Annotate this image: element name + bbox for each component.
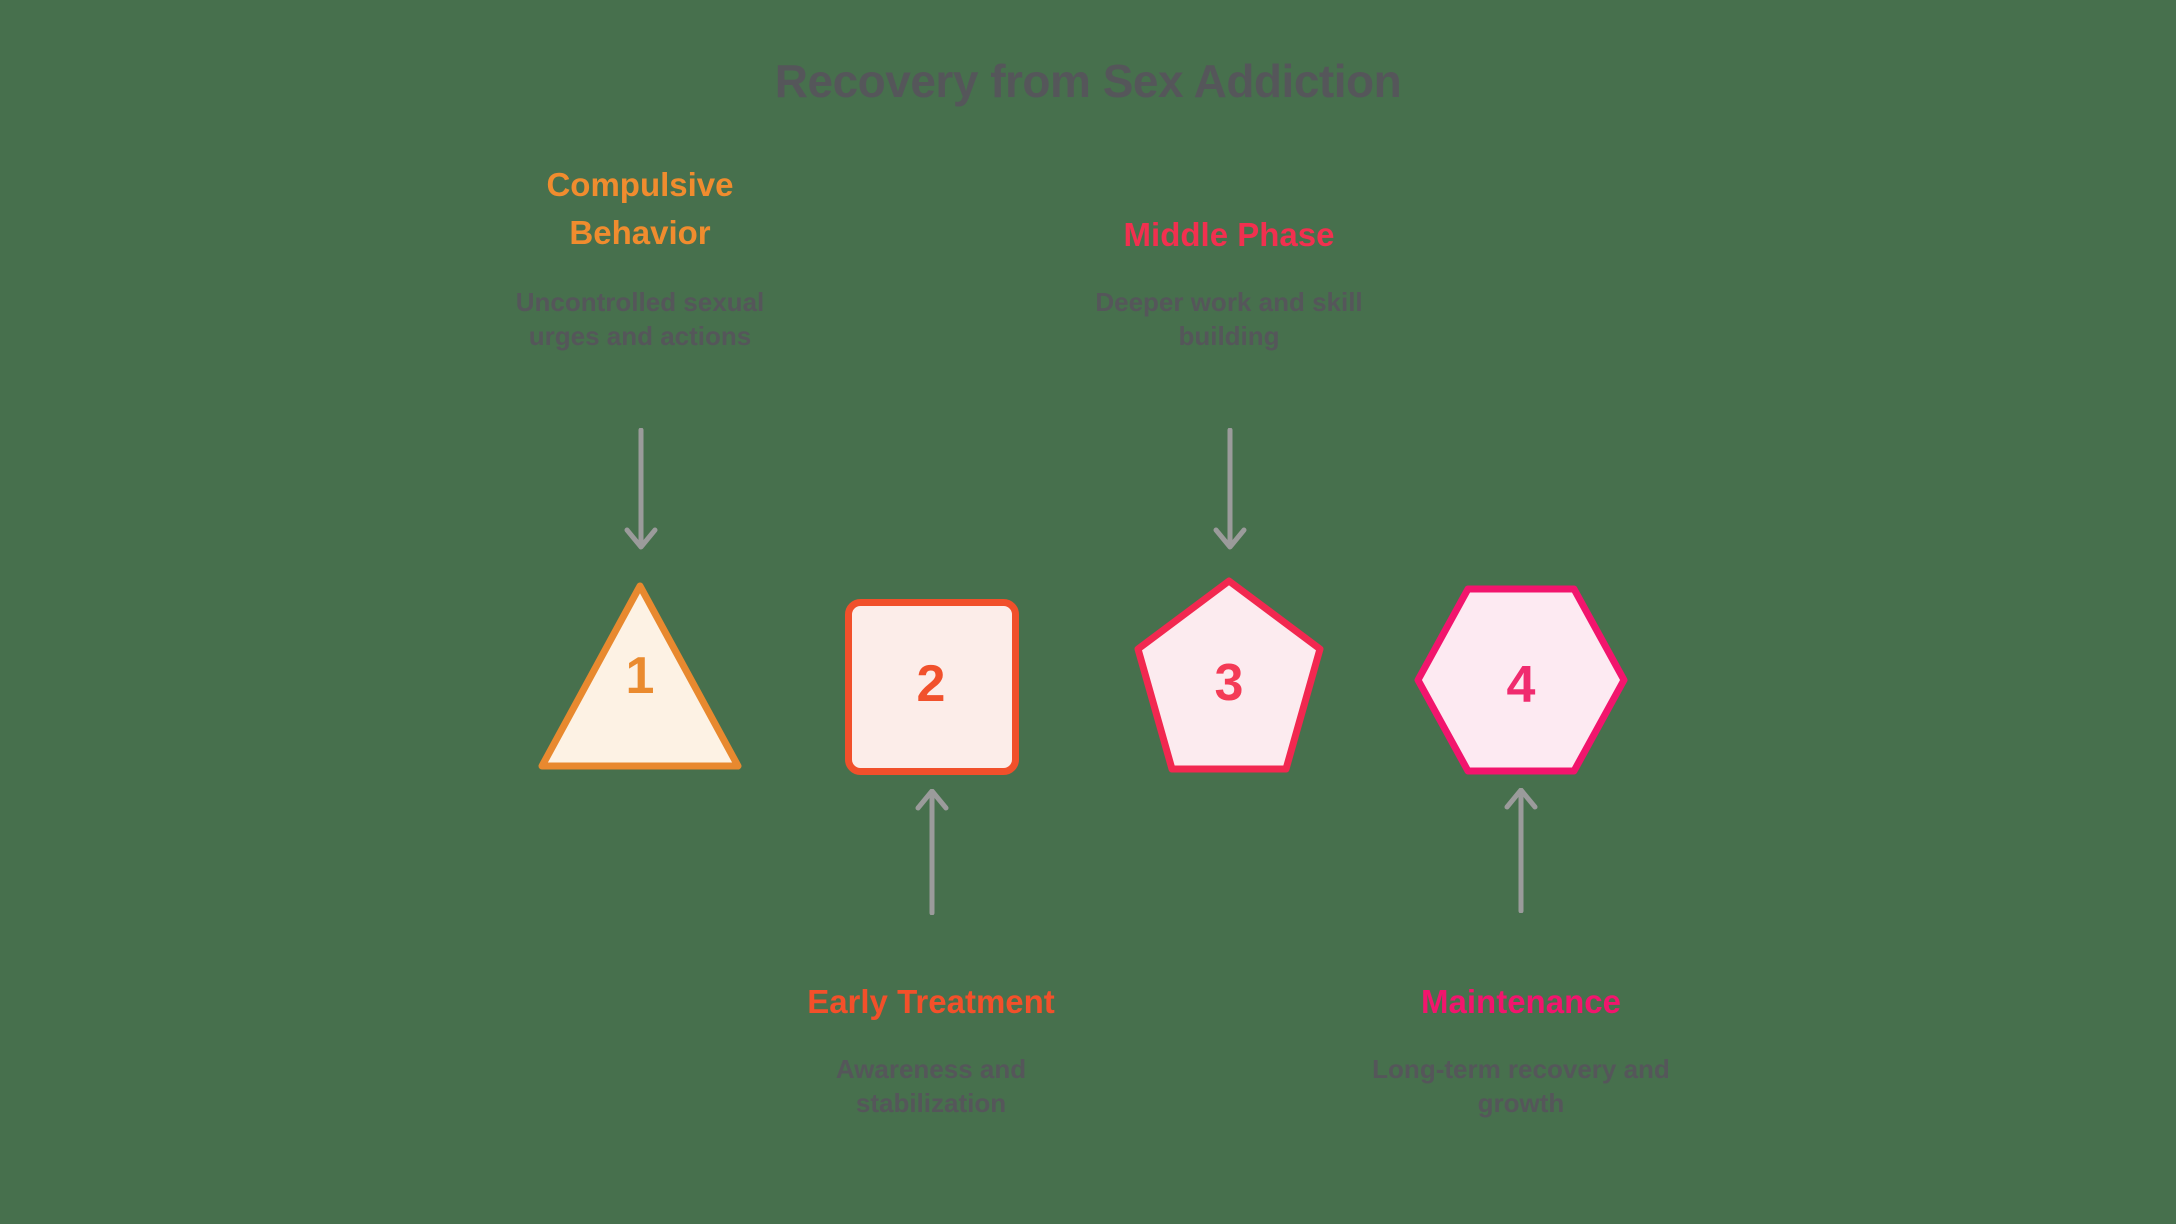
stage-2-label: Early Treatment — [807, 983, 1055, 1020]
stage-4-label: Maintenance — [1421, 983, 1621, 1020]
stage-3-description: Deeper work and skill building — [1095, 287, 1363, 351]
stage-4-number: 4 — [1506, 656, 1536, 714]
arrow-down-icon — [1213, 428, 1247, 550]
arrow-up-icon — [915, 789, 949, 915]
triangle-shape — [538, 582, 742, 770]
stage-4-connector — [1504, 788, 1538, 913]
hexagon-shape — [1414, 585, 1628, 775]
stage-1-connector — [624, 428, 658, 550]
pentagon-shape — [1134, 577, 1324, 773]
stage-2-connector — [915, 789, 949, 915]
arrow-down-icon — [624, 428, 658, 550]
stage-1-description: Uncontrolled sexual urges and actions — [515, 287, 765, 351]
stage-3-label: Middle Phase — [1123, 216, 1335, 253]
square-shape — [845, 599, 1019, 775]
stage-2-number: 2 — [916, 655, 946, 713]
stage-1-number: 1 — [625, 647, 655, 705]
stage-2-description: Awareness and stabilization — [835, 1054, 1027, 1118]
stage-3-number: 3 — [1214, 654, 1244, 712]
stage-3-connector — [1213, 428, 1247, 550]
triangle-outline — [538, 582, 742, 770]
pentagon-outline — [1134, 577, 1324, 773]
stage-4-description: Long-term recovery and growth — [1372, 1054, 1670, 1118]
stage-1-label: Compulsive Behavior — [546, 166, 734, 251]
diagram-title: Recovery from Sex Addiction — [774, 55, 1402, 107]
square-outline — [845, 599, 1019, 775]
hexagon-outline — [1414, 585, 1628, 775]
arrow-up-icon — [1504, 788, 1538, 913]
